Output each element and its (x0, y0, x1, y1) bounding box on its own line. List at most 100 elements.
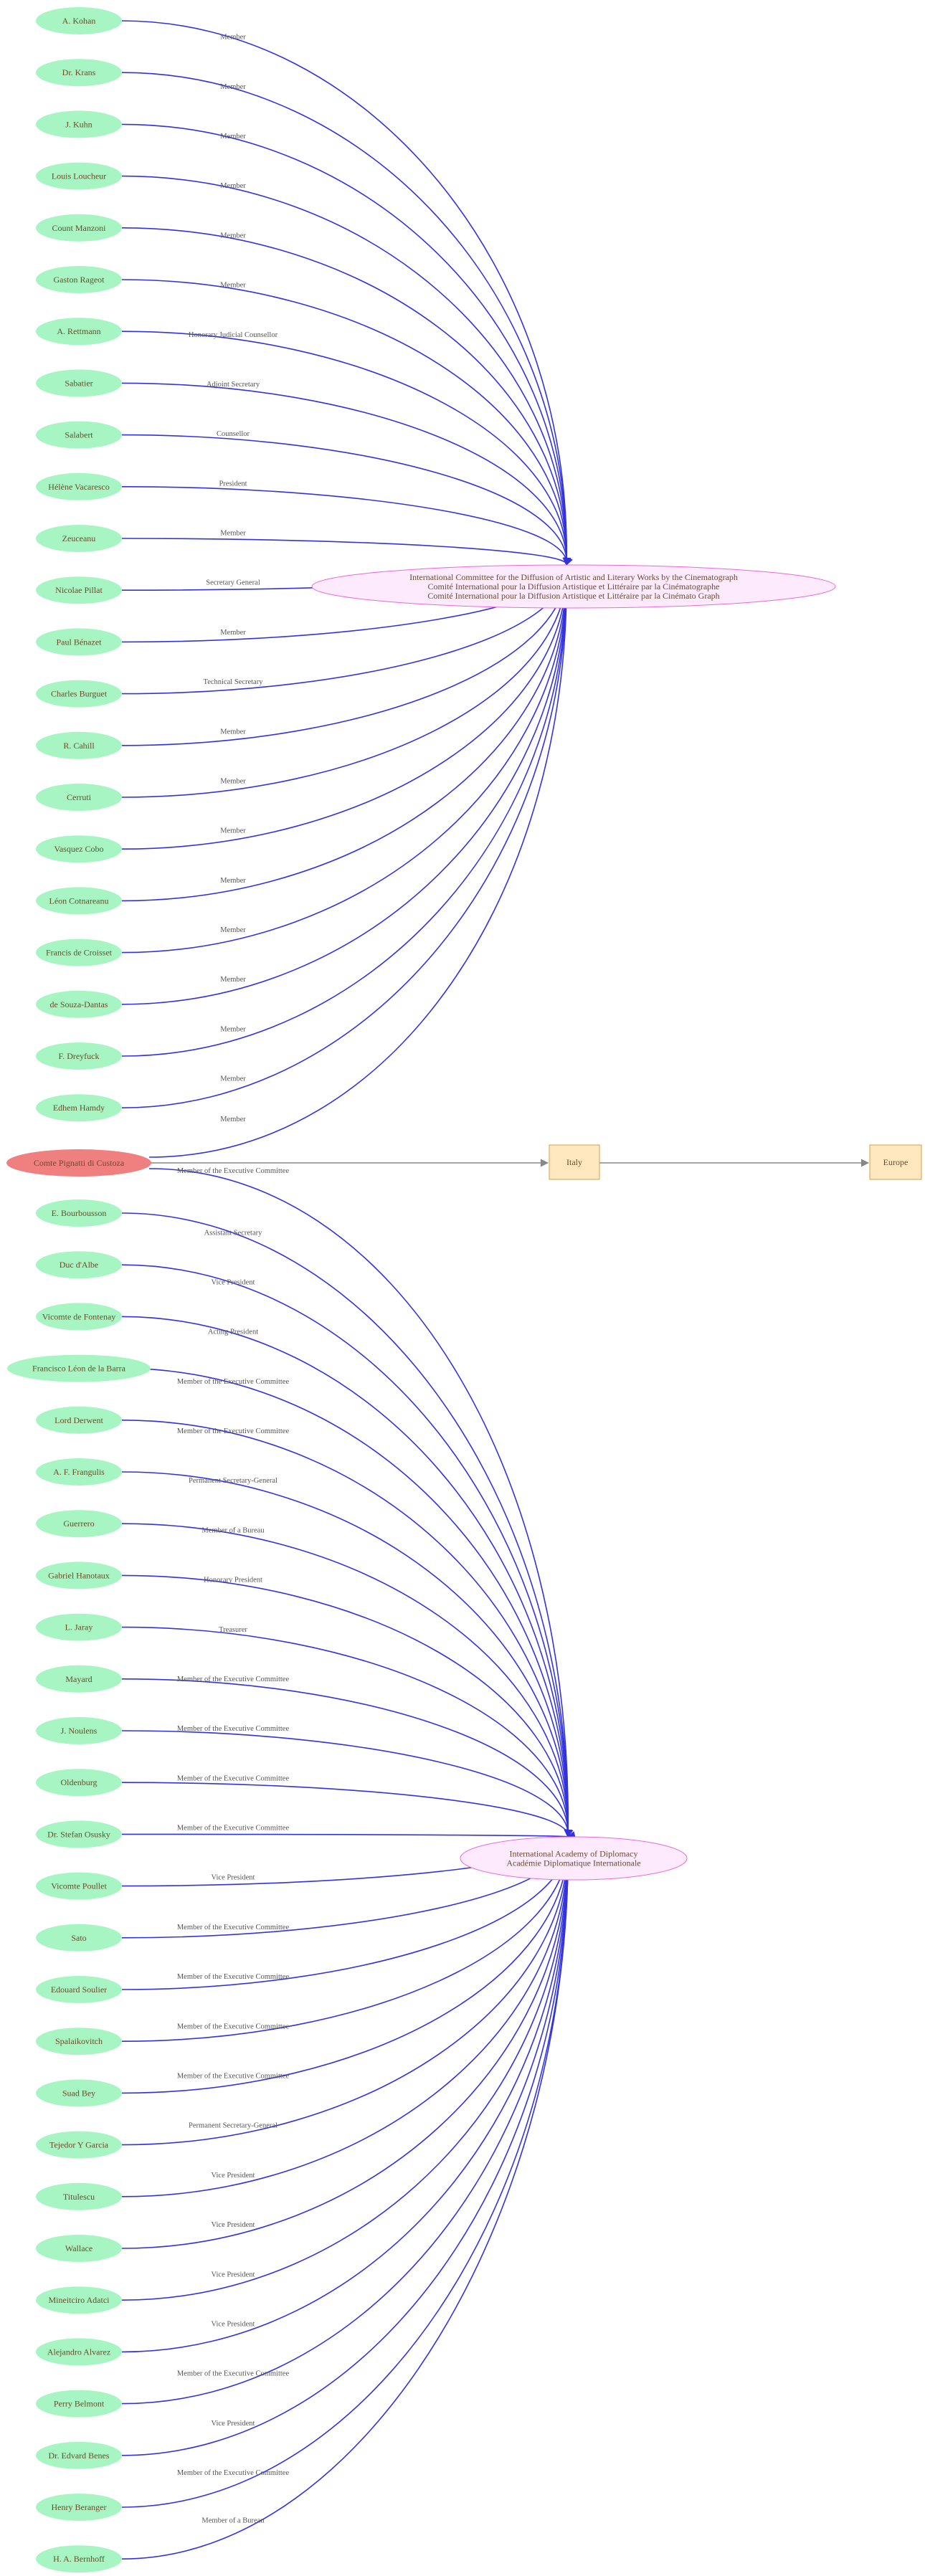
person-salabert[interactable]: Salabert (36, 421, 122, 449)
person-ellipse (36, 421, 122, 449)
person-de-souza-dantas[interactable]: de Souza-Dantas (36, 990, 122, 1018)
place-europe[interactable]: Europe (869, 1144, 922, 1180)
person-a-f-frangulis[interactable]: A. F. Frangulis (36, 1458, 122, 1486)
organization-cinema-committee[interactable]: International Committee for the Diffusio… (311, 564, 836, 609)
person-a-rettmann[interactable]: A. Rettmann (36, 318, 122, 346)
edge-label: Assistant Secretary (204, 1229, 263, 1237)
person-tejedor-y-garcia[interactable]: Tejedor Y Garcia (36, 2131, 122, 2159)
member-edge-l-jaray (121, 1626, 573, 1838)
person-comte-pignatti-di-custoza[interactable]: Comte Pignatti di Custoza (6, 1149, 151, 1177)
organization-academy-diplomacy[interactable]: International Academy of DiplomacyAcadém… (460, 1836, 688, 1881)
person-name: J. Noulens (61, 1726, 98, 1736)
person-sato[interactable]: Sato (36, 1924, 122, 1952)
person-name: Duc d'Albe (60, 1260, 98, 1270)
person-j-kuhn[interactable]: J. Kuhn (36, 110, 122, 138)
person-titulescu[interactable]: Titulescu (36, 2182, 122, 2210)
person-ellipse (36, 2390, 122, 2418)
person-guerrero[interactable]: Guerrero (36, 1510, 122, 1538)
member-edge-a-kohan (121, 20, 571, 566)
edge-label: Member (220, 777, 246, 785)
person-vicomte-de-fontenay[interactable]: Vicomte de Fontenay (36, 1303, 122, 1331)
place-box (869, 1144, 922, 1180)
member-edge-a-f-frangulis (121, 1471, 572, 1838)
person-duc-d-albe[interactable]: Duc d'Albe (36, 1251, 122, 1279)
person-paul-benazet[interactable]: Paul Bénazet (36, 628, 122, 656)
person-nicolae-pillat[interactable]: Nicolae Pillat (36, 576, 122, 604)
member-edge-mineitciro-adatci (121, 1835, 572, 2301)
person-lord-derwent[interactable]: Lord Derwent (36, 1406, 122, 1434)
person-vicomte-poullet[interactable]: Vicomte Poullet (36, 1872, 122, 1900)
person-edouard-soulier[interactable]: Edouard Soulier (36, 1976, 122, 2003)
person-name: Suad Bey (62, 2088, 95, 2098)
person-suad-bey[interactable]: Suad Bey (36, 2079, 122, 2107)
person-gabriel-hanotaux[interactable]: Gabriel Hanotaux (36, 1562, 122, 1589)
member-edge-dr-edvard-benes (121, 1835, 572, 2456)
edge-label: Member (220, 182, 246, 190)
person-ellipse (36, 1303, 122, 1331)
person-e-bourbousson[interactable]: E. Bourbousson (36, 1199, 122, 1227)
person-name: Zeuceanu (62, 533, 96, 543)
person-name: Henry Beranger (52, 2502, 107, 2512)
person-mineitciro-adatci[interactable]: Mineitciro Adatci (36, 2286, 122, 2314)
person-l-jaray[interactable]: L. Jaray (36, 1613, 122, 1641)
person-wallace[interactable]: Wallace (36, 2235, 122, 2262)
edge-label: Member (220, 877, 246, 885)
member-edge-wallace (121, 1835, 572, 2249)
person-ellipse (36, 938, 122, 966)
edge-label: Vice President (212, 2271, 255, 2278)
person-count-manzoni[interactable]: Count Manzoni (36, 214, 122, 242)
organization-name-line: International Committee for the Diffusio… (409, 572, 738, 582)
person-gaston-rageot[interactable]: Gaston Rageot (36, 266, 122, 293)
person-j-noulens[interactable]: J. Noulens (36, 1717, 122, 1744)
person-helene-vacaresco[interactable]: Hélène Vacaresco (36, 472, 122, 500)
person-h-a-bernhoff[interactable]: H. A. Bernhoff (36, 2545, 122, 2573)
person-dr-stefan-osusky[interactable]: Dr. Stefan Osusky (36, 1820, 122, 1848)
person-oldenburg[interactable]: Oldenburg (36, 1769, 122, 1797)
person-f-dreyfuck[interactable]: F. Dreyfuck (36, 1042, 122, 1070)
person-alejandro-alvarez[interactable]: Alejandro Alvarez (36, 2338, 122, 2366)
member-edge-vasquez-cobo (121, 564, 571, 850)
person-name: Cerruti (67, 792, 92, 802)
person-dr-edvard-benes[interactable]: Dr. Edvard Benes (36, 2441, 122, 2469)
person-name: Francisco Léon de la Barra (32, 1364, 126, 1374)
place-italy[interactable]: Italy (549, 1144, 600, 1180)
person-name: Salabert (65, 430, 93, 440)
member-edge-de-souza-dantas (121, 564, 571, 1005)
person-ellipse (36, 628, 122, 656)
person-sabatier[interactable]: Sabatier (36, 369, 122, 397)
person-ellipse (36, 369, 122, 397)
person-zeuceanu[interactable]: Zeuceanu (36, 525, 122, 552)
person-ellipse (7, 1354, 151, 1382)
person-dr-krans[interactable]: Dr. Krans (36, 59, 122, 87)
member-edge-dr-stefan-osusky (121, 1831, 577, 1839)
person-francisco-leon-de-la-barra[interactable]: Francisco Léon de la Barra (7, 1354, 151, 1382)
edge-label: Secretary General (206, 579, 260, 587)
person-spalaikovitch[interactable]: Spalaikovitch (36, 2028, 122, 2055)
person-ellipse (36, 1199, 122, 1227)
person-ellipse (36, 2286, 122, 2314)
edge-label: Acting President (208, 1329, 258, 1336)
organization-name-line: International Academy of Diplomacy (510, 1849, 638, 1859)
person-charles-burguet[interactable]: Charles Burguet (36, 680, 122, 708)
edge-label: Vice President (212, 1874, 255, 1882)
person-cerruti[interactable]: Cerruti (36, 784, 122, 811)
person-ellipse (36, 1717, 122, 1744)
edge-label: Member (220, 1075, 246, 1083)
person-edhem-hamdy[interactable]: Edhem Hamdy (36, 1094, 122, 1122)
person-ellipse (36, 59, 122, 87)
person-mayard[interactable]: Mayard (36, 1665, 122, 1693)
person-louis-loucheur[interactable]: Louis Loucheur (36, 162, 122, 190)
person-name: Dr. Edvard Benes (49, 2451, 110, 2461)
person-a-kohan[interactable]: A. Kohan (36, 7, 122, 34)
person-henry-beranger[interactable]: Henry Beranger (36, 2494, 122, 2521)
root-academy-edge (148, 1168, 572, 1838)
person-vasquez-cobo[interactable]: Vasquez Cobo (36, 835, 122, 863)
person-name: Vicomte de Fontenay (42, 1311, 116, 1321)
person-r-cahill[interactable]: R. Cahill (36, 731, 122, 759)
person-francis-de-croisset[interactable]: Francis de Croisset (36, 938, 122, 966)
person-name: Mineitciro Adatci (49, 2295, 110, 2305)
person-perry-belmont[interactable]: Perry Belmont (36, 2390, 122, 2418)
person-ellipse (36, 1820, 122, 1848)
person-name: Vasquez Cobo (54, 844, 104, 854)
person-leon-cotnareanu[interactable]: Léon Cotnareanu (36, 887, 122, 915)
